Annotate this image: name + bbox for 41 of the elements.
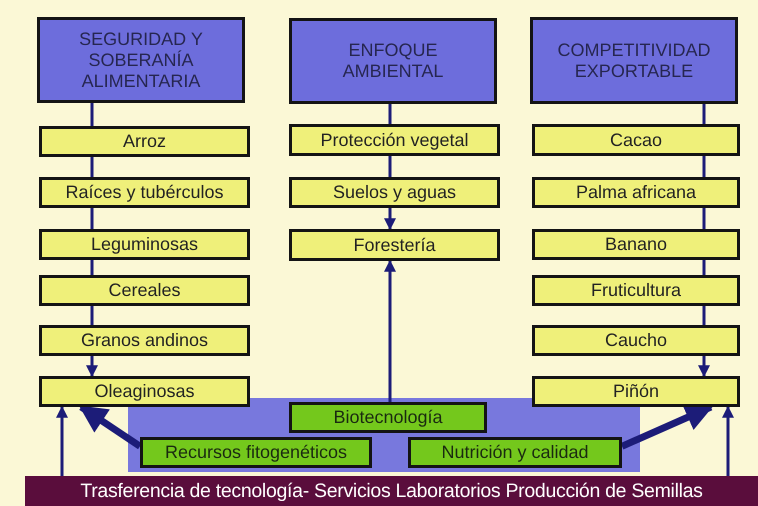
crop-box: Oleaginosas: [39, 376, 250, 407]
crop-box: Forestería: [289, 229, 500, 261]
connector-line: [702, 306, 706, 325]
connector-line: [702, 156, 706, 177]
category-header: SEGURIDAD Y SOBERANÍA ALIMENTARIA: [37, 17, 245, 103]
connector-line: [388, 104, 392, 124]
connector-line: [702, 104, 706, 124]
category-header: ENFOQUE AMBIENTAL: [289, 18, 497, 104]
crop-box: Banano: [532, 229, 740, 260]
crop-box: Palma africana: [532, 177, 740, 208]
connector-line: [90, 306, 94, 325]
arrow: [698, 356, 710, 378]
connector-line: [90, 208, 94, 229]
tool-box: Nutrición y calidad: [408, 437, 622, 468]
crop-box: Raíces y tubérculos: [39, 177, 250, 208]
crop-box: Granos andinos: [39, 325, 250, 356]
arrow: [78, 404, 142, 450]
connector-line: [702, 260, 706, 275]
connector-line: [90, 157, 94, 177]
connector-line: [702, 208, 706, 229]
crop-box: Caucho: [532, 325, 740, 356]
crop-box: Leguminosas: [39, 229, 250, 260]
crop-box: Cereales: [39, 275, 250, 306]
tool-box: Biotecnología: [289, 402, 487, 433]
tool-box: Recursos fitogenéticos: [140, 437, 372, 468]
footer-bar: Trasferencia de tecnología- Servicios Laboratorios Producción de Semillas: [25, 476, 758, 506]
arrow: [384, 208, 396, 230]
connector-line: [90, 103, 94, 126]
crop-box: Piñón: [532, 376, 740, 407]
crop-box: Arroz: [39, 126, 250, 157]
arrow: [384, 260, 396, 402]
category-header: COMPETITIVIDAD EXPORTABLE: [530, 17, 738, 104]
arrow: [722, 406, 734, 476]
crop-box: Protección vegetal: [289, 124, 500, 156]
crop-box: Fruticultura: [532, 275, 740, 306]
arrow: [56, 406, 68, 476]
crop-box: Suelos y aguas: [289, 177, 500, 208]
arrow: [86, 356, 98, 378]
crop-box: Cacao: [532, 124, 740, 156]
connector-line: [90, 260, 94, 275]
connector-line: [388, 156, 392, 177]
